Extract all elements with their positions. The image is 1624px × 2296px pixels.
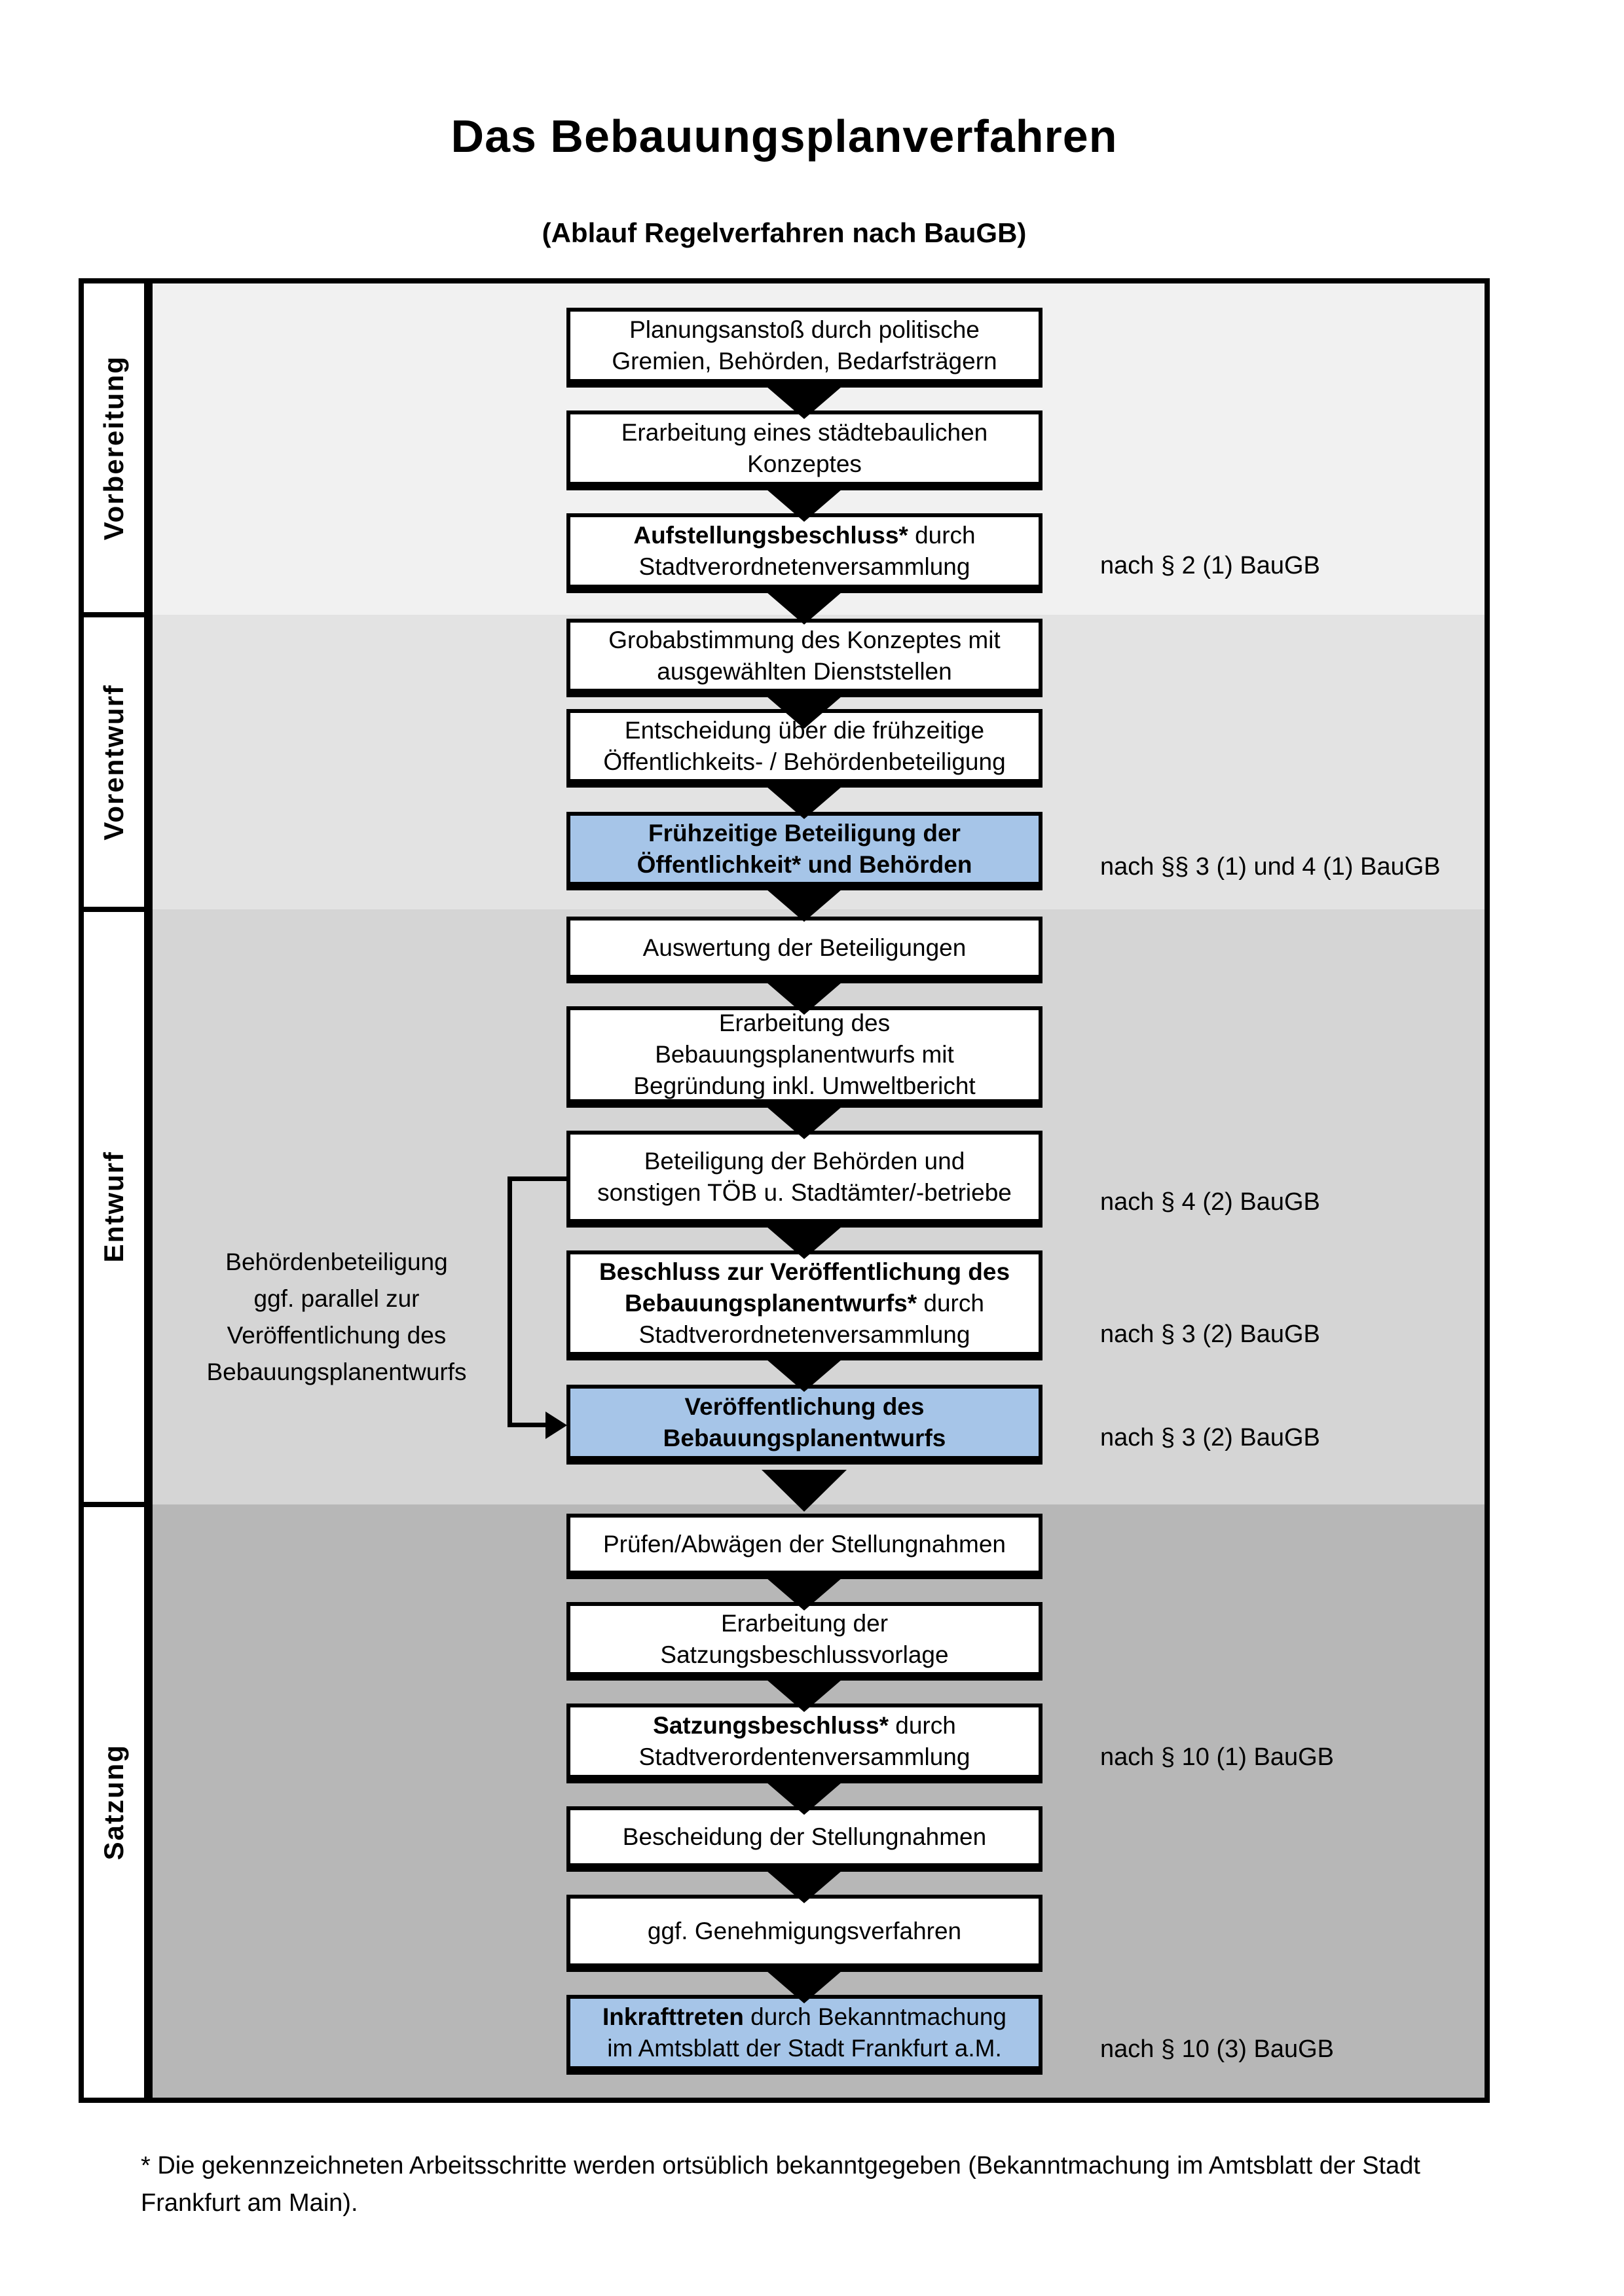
flow-step-text-line: Auswertung der Beteiligungen [642,934,967,961]
footnote-line: Frankfurt am Main). [141,2189,358,2217]
flow-step-text-line: Erarbeitung eines städtebaulichen [621,418,988,446]
side-note-line: Bebauungsplanentwurfs [206,1358,467,1385]
flow-step-bescheidung: Bescheidung der Stellungnahmen [566,1806,1043,1872]
flow-step-text-line: Bescheidung der Stellungnahmen [622,1823,987,1850]
flow-step-text-line: ggf. Genehmigungsverfahren [647,1917,962,1944]
law-annotation: nach § 4 (2) BauGB [1100,1188,1320,1216]
flow-step-text-line: sonstigen TÖB u. Stadtämter/-betriebe [597,1178,1012,1206]
page-title: Das Bebauungsplanverfahren [451,111,1118,162]
law-annotation: nach § 10 (3) BauGB [1100,2035,1334,2063]
flow-arrow-down-icon [762,1355,847,1392]
flow-step-genehmigungsverfahren: ggf. Genehmigungsverfahren [566,1895,1043,1972]
side-note-line: Behördenbeteiligung [225,1248,448,1275]
page-subtitle: (Ablauf Regelverfahren nach BauGB) [542,217,1027,248]
flow-step-text-line: Begründung inkl. Umweltbericht [633,1072,976,1099]
flow-step-text-line: Prüfen/Abwägen der Stellungnahmen [602,1530,1006,1558]
flow-step-text-line: Stadtverordnetenversammlung [638,1321,970,1348]
flow-step-auswertung: Auswertung der Beteiligungen [566,917,1043,983]
flow-step-text-line: Öffentlichkeits- / Behördenbeteiligung [603,748,1006,775]
footnote-line: * Die gekennzeichneten Arbeitsschritte w… [141,2152,1420,2179]
flow-step-text-line: im Amtsblatt der Stadt Frankfurt a.M. [607,2034,1002,2062]
flow-step-text-line: Satzungsbeschluss* durch [653,1711,956,1739]
flow-step-text-line: Beteiligung der Behörden und [644,1147,965,1175]
flow-step-text-line: Erarbeitung der [720,1609,889,1637]
bracket-arrow-shaft [507,1423,548,1427]
flow-step-text-line: Stadtverordentenversammlung [638,1743,970,1770]
flow-step-text-line: Bebauungsplanentwurfs* durch [625,1289,984,1317]
bracket-line-top [507,1176,566,1181]
phase-column-separator [144,283,153,2098]
flow-step-text-line: Aufstellungsbeschluss* durch [633,521,976,549]
flow-step-grobabstimmung: Grobabstimmung des Konzeptes mit ausgewäh… [566,619,1043,697]
flow-arrow-down-icon [762,782,847,819]
flow-step-text-line: Stadtverordnetenversammlung [638,553,970,580]
phase-divider [84,907,144,912]
flow-step-behoerdenbeteiligung: Beteiligung der Behörden und sonstigen TÖ… [566,1131,1043,1228]
law-annotation: nach §§ 3 (1) und 4 (1) BauGB [1100,853,1441,881]
footnote: * Die gekennzeichneten Arbeitsschritte w… [141,2147,1529,2222]
flow-step-text-line: Satzungsbeschlussvorlage [660,1641,949,1668]
flow-step-text-line: Frühzeitige Beteiligung der [648,819,961,847]
phase-label-text: Vorentwurf [98,683,129,841]
flow-step-text-line: Planungsanstoß durch politische [629,316,980,343]
flow-step-text-line: Veröffentlichung des [684,1393,925,1420]
law-annotation: nach § 3 (2) BauGB [1100,1424,1320,1451]
phase-label-satzung: Satzung [84,1507,144,2098]
flow-arrow-down-icon [762,1102,847,1139]
bracket-arrow-right-icon [545,1412,567,1439]
flow-arrow-down-icon [762,692,847,729]
phase-label-text: Vorbereitung [98,355,129,541]
phase-label-text: Entwurf [98,1151,129,1263]
flow-step-pruefen-abwaegen: Prüfen/Abwägen der Stellungnahmen [566,1514,1043,1579]
law-annotation: nach § 10 (1) BauGB [1100,1743,1334,1771]
flow-arrow-down-icon [762,1222,847,1259]
flow-step-text-line: Gremien, Behörden, Bedarfsträgern [612,347,997,374]
flow-arrow-down-icon [762,885,847,922]
flow-arrow-down-icon [762,1867,847,1903]
flow-arrow-down-icon [762,382,847,419]
flow-step-text-line: Beschluss zur Veröffentlichung des [599,1258,1010,1285]
flow-step-text-line: Bebauungsplanentwurfs [663,1424,946,1451]
flow-step-text-line: ausgewählten Dienststellen [657,657,952,685]
flow-arrow-down-icon [762,1574,847,1611]
flow-step-text-line: Bebauungsplanentwurfs mit [655,1041,954,1068]
flow-arrow-down-icon [762,1470,847,1512]
law-annotation: nach § 3 (2) BauGB [1100,1321,1320,1348]
law-annotation: nach § 2 (1) BauGB [1100,552,1320,579]
flow-step-text-line: Inkrafttreten durch Bekanntmachung [602,2003,1006,2030]
phase-label-text: Satzung [98,1744,129,1861]
phase-label-vorbereitung: Vorbereitung [84,283,144,612]
flow-step-inkrafttreten: Inkrafttreten durch Bekanntmachung im Amt… [566,1995,1043,2075]
flow-arrow-down-icon [762,978,847,1015]
side-note-behoerdenbeteiligung: Behördenbeteiligung ggf. parallel zur Ve… [189,1244,484,1391]
flow-step-text-line: Konzeptes [747,450,862,477]
phase-divider [84,1502,144,1507]
flow-arrow-down-icon [762,485,847,522]
side-note-line: Veröffentlichung des [227,1322,447,1349]
flow-step-text-line: Öffentlichkeit* und Behörden [637,850,972,878]
side-note-line: ggf. parallel zur [253,1285,420,1312]
phase-label-vorentwurf: Vorentwurf [84,617,144,907]
flow-arrow-down-icon [762,1675,847,1712]
flow-arrow-down-icon [762,1967,847,2003]
phase-divider [84,612,144,617]
flow-arrow-down-icon [762,588,847,625]
bracket-line-vertical [507,1176,512,1427]
flow-step-text-line: Grobabstimmung des Konzeptes mit [608,626,1001,653]
flow-arrow-down-icon [762,1778,847,1815]
phase-label-entwurf: Entwurf [84,912,144,1502]
